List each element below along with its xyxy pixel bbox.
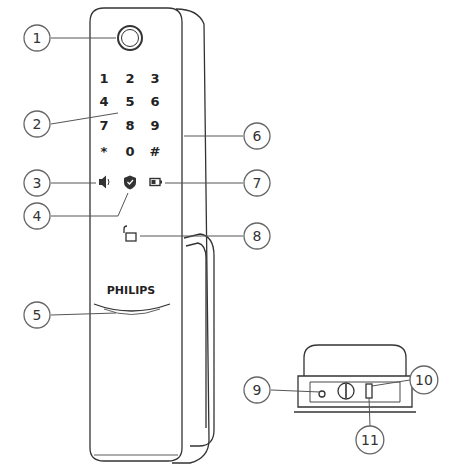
leader-lines — [51, 38, 410, 426]
callout-ring — [24, 302, 50, 328]
keypad-key: 6 — [150, 95, 159, 108]
bottom-recess — [310, 382, 400, 402]
lock-indicator-icon — [126, 233, 136, 241]
fingerprint-sensor — [122, 30, 139, 47]
leader-line — [51, 193, 128, 216]
callout-circle: 9 — [243, 376, 271, 404]
callout-number: 4 — [33, 209, 42, 223]
callout-number: 6 — [253, 129, 262, 143]
handle-grip — [184, 234, 214, 446]
callout-ring — [24, 170, 50, 196]
callout-ring — [244, 170, 270, 196]
speaker-wave — [108, 179, 109, 185]
callout-ring — [24, 203, 50, 229]
callout-circle: 3 — [23, 169, 51, 197]
keypad-key: 1 — [99, 72, 108, 85]
callout-number: 7 — [253, 176, 262, 190]
callout-circle: 11 — [355, 425, 385, 455]
leader-line — [51, 313, 116, 315]
usb-port — [366, 384, 372, 398]
callout-circle: 2 — [23, 110, 51, 138]
key-slot — [345, 384, 347, 398]
keypad-key: 5 — [125, 95, 134, 108]
handle-groove-inner — [104, 309, 160, 315]
callout-circle: 8 — [243, 222, 271, 250]
callout-circle: 6 — [243, 122, 271, 150]
leader-line — [140, 236, 243, 237]
keypad-key: # — [150, 145, 161, 158]
leader-line — [51, 183, 96, 184]
callout-circle: 10 — [409, 365, 439, 395]
shield-check — [128, 180, 134, 184]
callout-ring — [410, 366, 438, 394]
fingerprint-ring — [118, 26, 142, 50]
leader-line — [184, 136, 243, 137]
callout-number: 10 — [415, 373, 433, 387]
callout-number: 8 — [253, 229, 262, 243]
keypad-key: 7 — [99, 119, 108, 132]
lock-indicator-shackle — [124, 226, 127, 233]
leader-line — [165, 183, 243, 184]
battery-level — [152, 180, 156, 184]
speaker-icon — [99, 176, 106, 189]
keypad-key: 9 — [150, 119, 159, 132]
keypad-key: 3 — [150, 72, 159, 85]
leader-line — [51, 38, 116, 39]
battery-icon — [150, 179, 160, 186]
battery-tip — [160, 181, 162, 184]
leader-line — [372, 380, 410, 386]
callout-ring — [244, 377, 270, 403]
callout-ring — [24, 25, 50, 51]
callout-ring — [24, 111, 50, 137]
keypad-key: 2 — [125, 72, 134, 85]
callout-number: 5 — [33, 308, 42, 322]
callout-number: 9 — [253, 383, 262, 397]
keypad-key: * — [101, 145, 108, 158]
callout-circle: 7 — [243, 169, 271, 197]
callout-circle: 4 — [23, 202, 51, 230]
callout-circle: 1 — [23, 24, 51, 52]
panel-base-line — [94, 455, 178, 456]
callout-ring — [356, 426, 384, 454]
callout-ring — [244, 223, 270, 249]
callout-number: 3 — [33, 176, 42, 190]
bottom-base — [294, 411, 416, 412]
shield-icon — [124, 176, 136, 190]
leader-line — [271, 390, 320, 392]
keypad-key: 4 — [99, 95, 108, 108]
callout-ring — [244, 123, 270, 149]
keypad-key: 0 — [125, 145, 134, 158]
brand-logo: PHILIPS — [107, 285, 155, 296]
handle-inner-edge — [186, 243, 206, 428]
keypad-key: 8 — [125, 119, 134, 132]
lock-front-panel — [90, 8, 182, 461]
callout-number: 11 — [361, 433, 379, 447]
callout-number: 1 — [33, 31, 42, 45]
callout-number: 2 — [33, 117, 42, 131]
leader-line — [369, 398, 370, 426]
bottom-cap — [304, 345, 406, 376]
callout-circle: 5 — [23, 301, 51, 329]
mechanical-key-cylinder — [338, 383, 354, 399]
